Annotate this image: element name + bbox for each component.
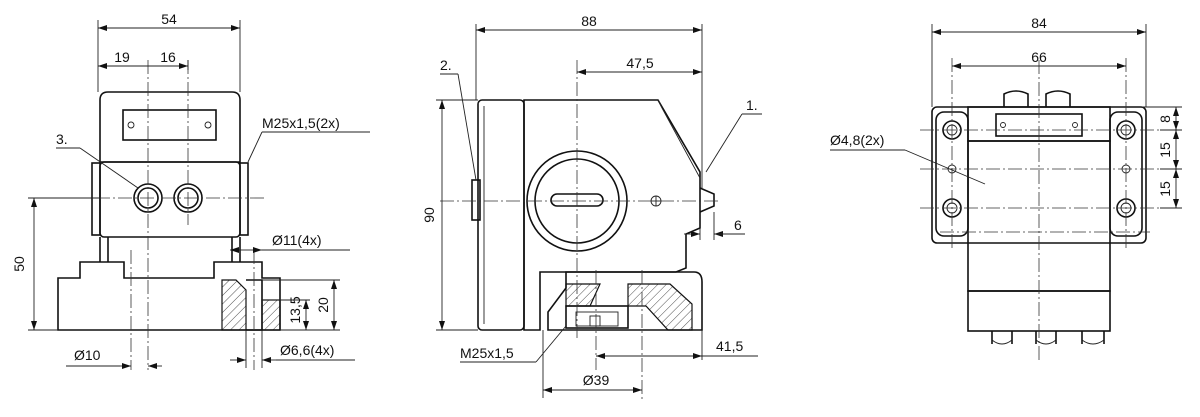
- dim-right-width: 84: [1031, 15, 1047, 31]
- left-label-plate: [122, 109, 217, 141]
- center-base: [547, 271, 703, 331]
- dim-left-width: 54: [161, 11, 177, 27]
- right-view: 84 66 Ø4,8(2x) 8 15 15: [830, 15, 1182, 360]
- label-left-hole-bottom: Ø6,6(4x): [280, 342, 334, 358]
- left-view: 54 19 16 M25x1,5(2x) 3. 50 Ø11(4x) 13,5 …: [11, 11, 370, 370]
- dim-right-pitch-mid: 15: [1157, 142, 1173, 158]
- right-knob-b: [1045, 90, 1071, 107]
- label-right-hole: Ø4,8(2x): [830, 132, 884, 148]
- left-plate-screw-b: [204, 121, 212, 129]
- dim-center-step: 6: [734, 217, 742, 233]
- dim-right-pitch-top: 8: [1157, 115, 1173, 123]
- right-base-feet: [991, 331, 1105, 344]
- center-section-hatch: [627, 283, 693, 331]
- center-section-hatch-b: [565, 283, 601, 307]
- label-left-hole-top: Ø11(4x): [272, 232, 322, 248]
- center-bottom-gland-core: [589, 315, 601, 327]
- dim-right-inner-width: 66: [1031, 49, 1047, 65]
- callout-1: 1.: [746, 97, 758, 113]
- dim-left-offset-b: 16: [160, 49, 176, 65]
- left-section-hatch: [221, 279, 247, 331]
- left-side-plate-b: [239, 162, 249, 236]
- left-neck-outer: [99, 237, 241, 262]
- dim-center-offset: 47,5: [626, 55, 653, 71]
- dim-left-height: 50: [11, 256, 27, 272]
- center-body: [523, 99, 701, 331]
- left-base: [57, 261, 281, 331]
- left-side-plate-a: [91, 162, 101, 236]
- dim-center-width: 88: [581, 13, 597, 29]
- callout-3: 3.: [56, 131, 68, 147]
- center-view: 88 47,5 2. 1. 90 6 M25x1,5 41,5: [421, 13, 762, 400]
- label-center-thread: M25x1,5: [460, 345, 514, 361]
- dim-right-pitch-bot: 15: [1157, 181, 1173, 197]
- dim-left-offset-a: 19: [114, 49, 130, 65]
- center-actuator: [699, 187, 715, 213]
- dim-center-offset-bottom: 41,5: [716, 338, 743, 354]
- left-section-hatch-b: [261, 299, 281, 331]
- dim-center-diameter: Ø39: [583, 372, 610, 388]
- dim-center-height: 90: [421, 207, 437, 223]
- label-left-hole-left: Ø10: [74, 347, 101, 363]
- left-housing-body: [99, 161, 241, 238]
- left-neck: [107, 237, 233, 262]
- center-bottom-gland: [565, 305, 629, 329]
- left-plate-screw-a: [127, 121, 135, 129]
- label-left-thread: M25x1,5(2x): [262, 115, 340, 131]
- callout-2: 2.: [440, 57, 452, 73]
- center-cover: [477, 99, 525, 331]
- left-housing-top: [99, 91, 241, 163]
- center-bottom-gland-inner: [575, 311, 619, 327]
- dim-left-depth-b: 20: [315, 297, 331, 313]
- right-knob-a: [1003, 90, 1029, 107]
- dim-left-depth-a: 13,5: [287, 296, 303, 323]
